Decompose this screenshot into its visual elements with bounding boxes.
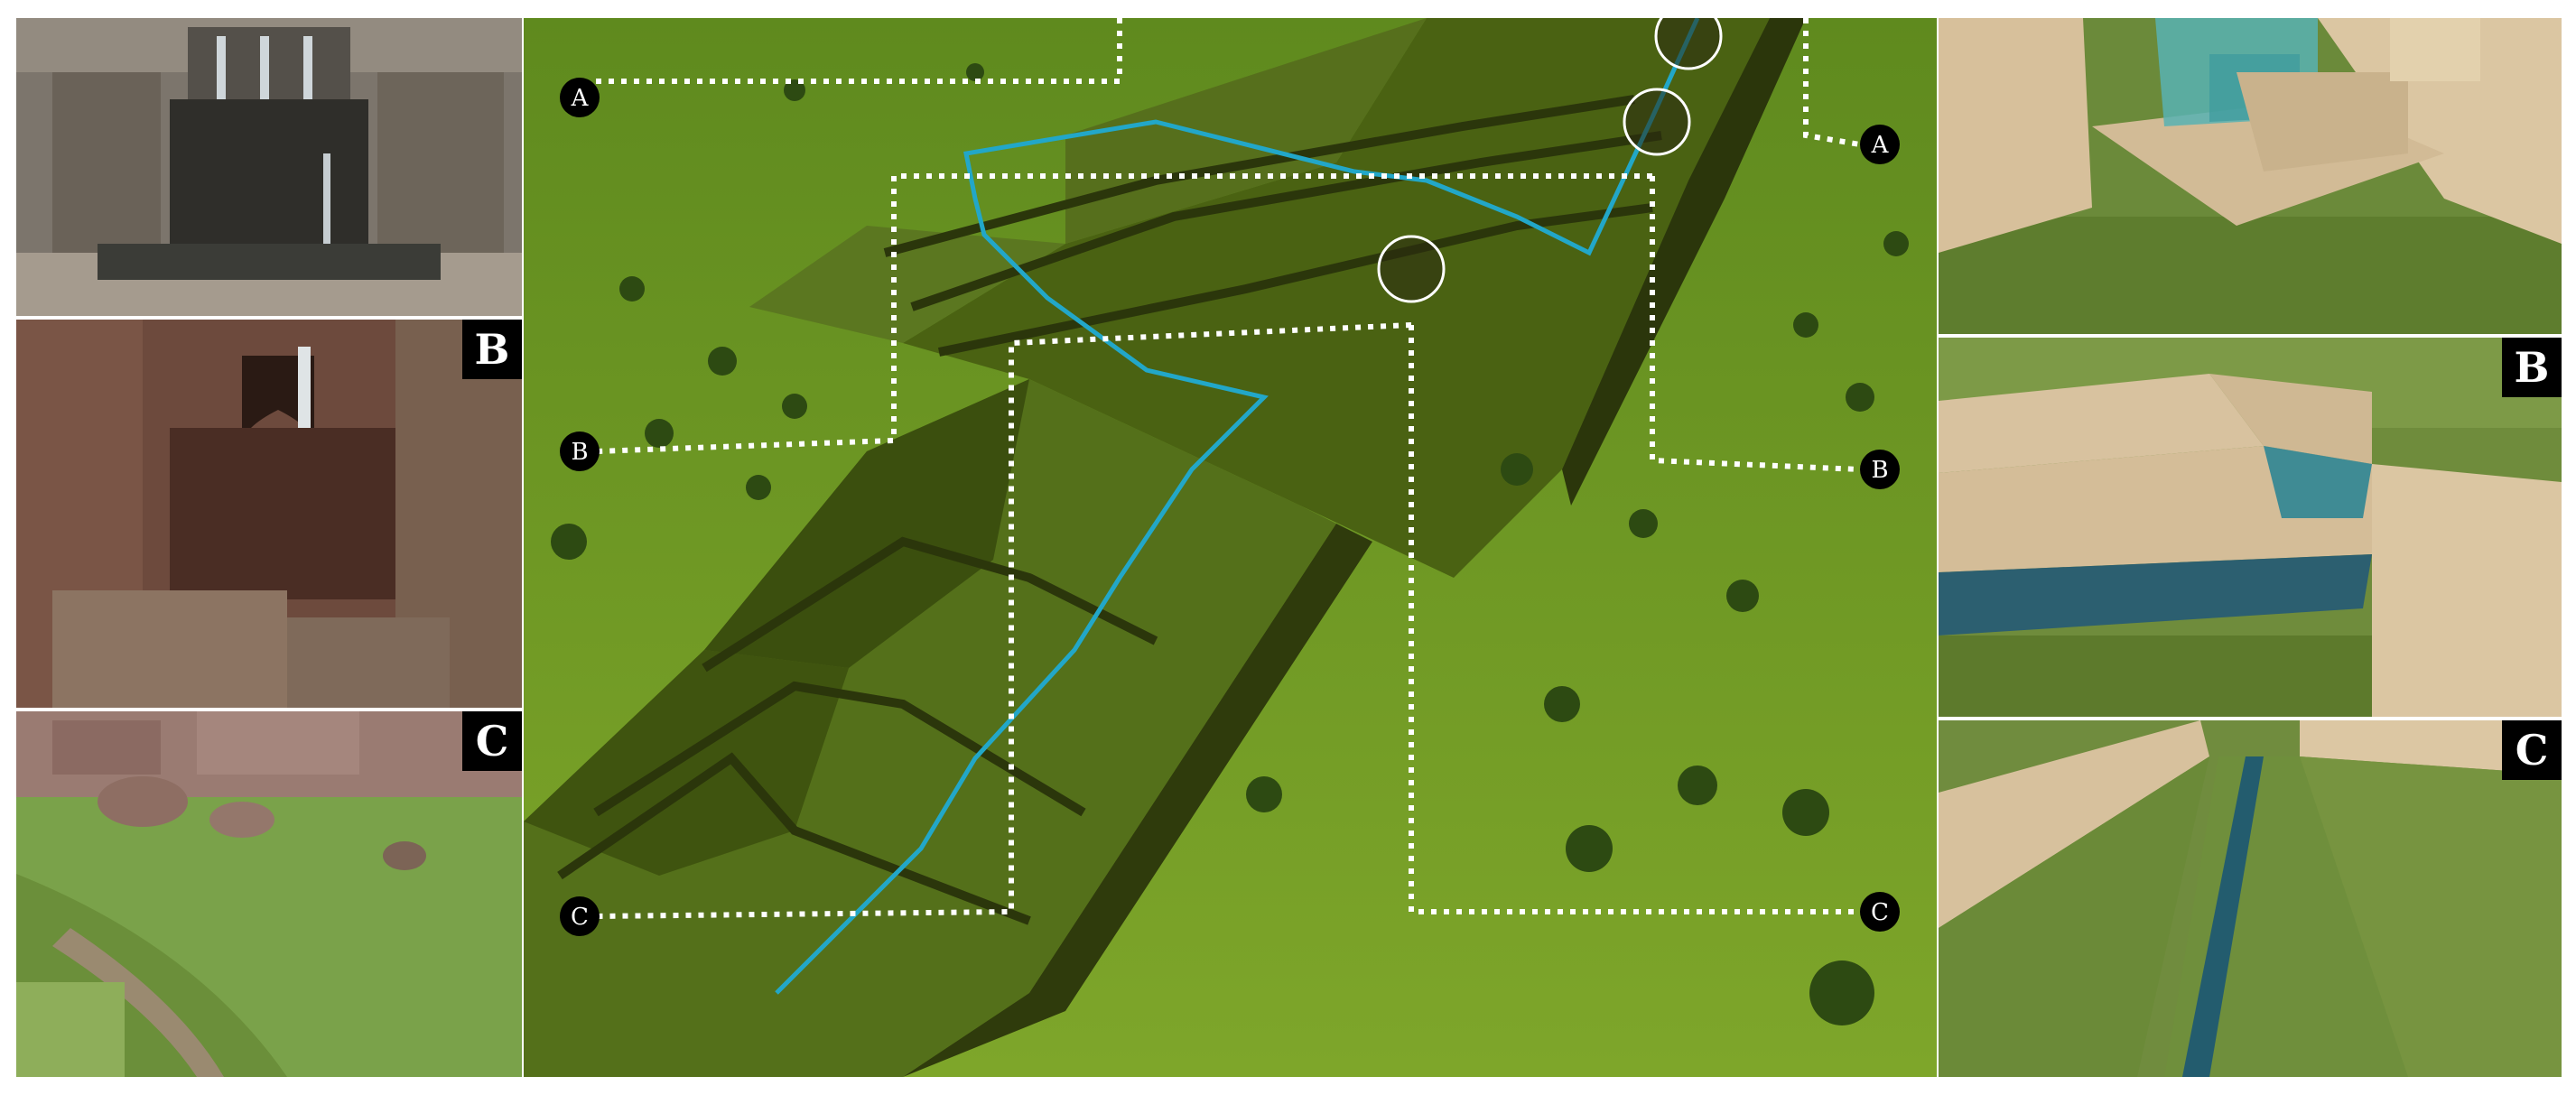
highlight-circles [1377, 18, 1723, 303]
svg-text:A: A [1871, 132, 1890, 159]
photo-panel-b-label: B [462, 320, 522, 379]
trees [551, 63, 1909, 1025]
render-panel-b: B [1939, 338, 2562, 717]
connector-label-a-right: A [1860, 125, 1900, 164]
photo-panel-c: C [16, 711, 522, 1077]
render-panel-c-label: C [2502, 720, 2562, 780]
connector-label-c-right: C [1860, 892, 1900, 932]
connector-label-b-right: B [1860, 450, 1900, 489]
photo-panel-a [16, 18, 522, 316]
connector-label-b-left: B [560, 432, 600, 471]
svg-text:B: B [571, 439, 588, 466]
water-channel [775, 18, 1700, 995]
terrace-ridges [557, 95, 1662, 925]
connector-label-a-left: A [560, 78, 600, 117]
terrace-diagram: A A B B C C [524, 18, 1937, 1077]
render-panel-c: C [1939, 720, 2562, 1077]
photo-panel-b: B [16, 320, 522, 708]
render-panel-a [1939, 18, 2562, 334]
svg-text:C: C [1871, 899, 1889, 926]
connector-label-c-left: C [560, 896, 600, 936]
svg-text:A: A [571, 85, 590, 112]
photo-panel-c-label: C [462, 711, 522, 771]
connector-lines [595, 18, 1861, 919]
svg-text:C: C [571, 904, 589, 931]
svg-text:B: B [1871, 457, 1888, 484]
render-panel-b-label: B [2502, 338, 2562, 397]
